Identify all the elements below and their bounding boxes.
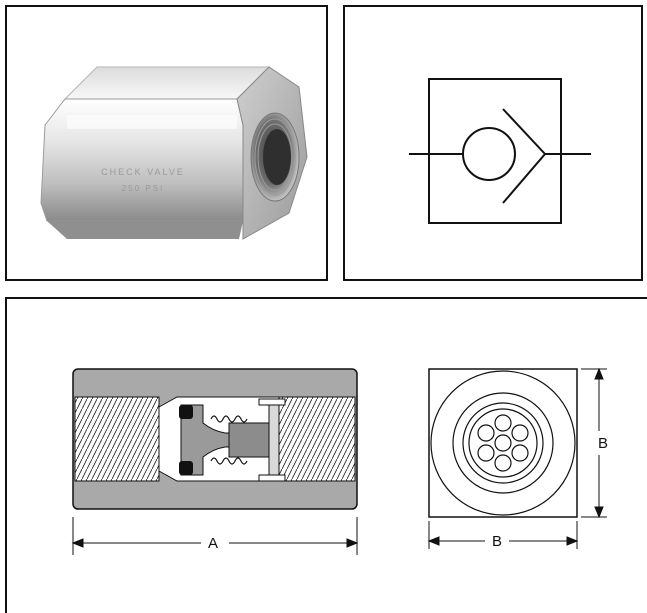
outlet-thread <box>278 396 356 482</box>
ball-circle <box>462 127 516 181</box>
valve-body-illustration: CHECK VALVE 250 PSI <box>40 66 308 240</box>
retainer <box>268 398 280 482</box>
product-photo-panel: CHECK VALVE 250 PSI <box>5 5 328 281</box>
flow-holes <box>477 414 529 472</box>
dimension-b-horizontal <box>427 521 579 549</box>
seal-bottom <box>179 461 193 475</box>
dimension-a-label: A <box>208 535 218 552</box>
dimension-b-vertical <box>581 367 607 519</box>
spring <box>210 415 248 465</box>
section-view: A <box>71 368 359 555</box>
engraving-text-1: CHECK VALVE <box>101 167 185 177</box>
symbol-frame <box>428 78 562 224</box>
dimension-a <box>71 517 359 555</box>
inlet-thread <box>74 396 160 482</box>
symbol-panel <box>343 5 643 281</box>
check-valve-symbol <box>409 78 591 224</box>
check-valve-photo: CHECK VALVE 250 PSI <box>40 66 308 240</box>
dimension-drawings: A <box>71 367 608 555</box>
dimension-b-horizontal-label: B <box>492 533 502 550</box>
end-view: B B <box>427 367 608 550</box>
engraving-text-2: 250 PSI <box>122 184 164 193</box>
stem-guide <box>228 422 270 458</box>
seal-top <box>179 405 193 419</box>
dimension-drawing-panel: A <box>5 297 647 613</box>
seat-chevron <box>502 108 547 204</box>
dimension-b-vertical-label: B <box>598 435 608 452</box>
